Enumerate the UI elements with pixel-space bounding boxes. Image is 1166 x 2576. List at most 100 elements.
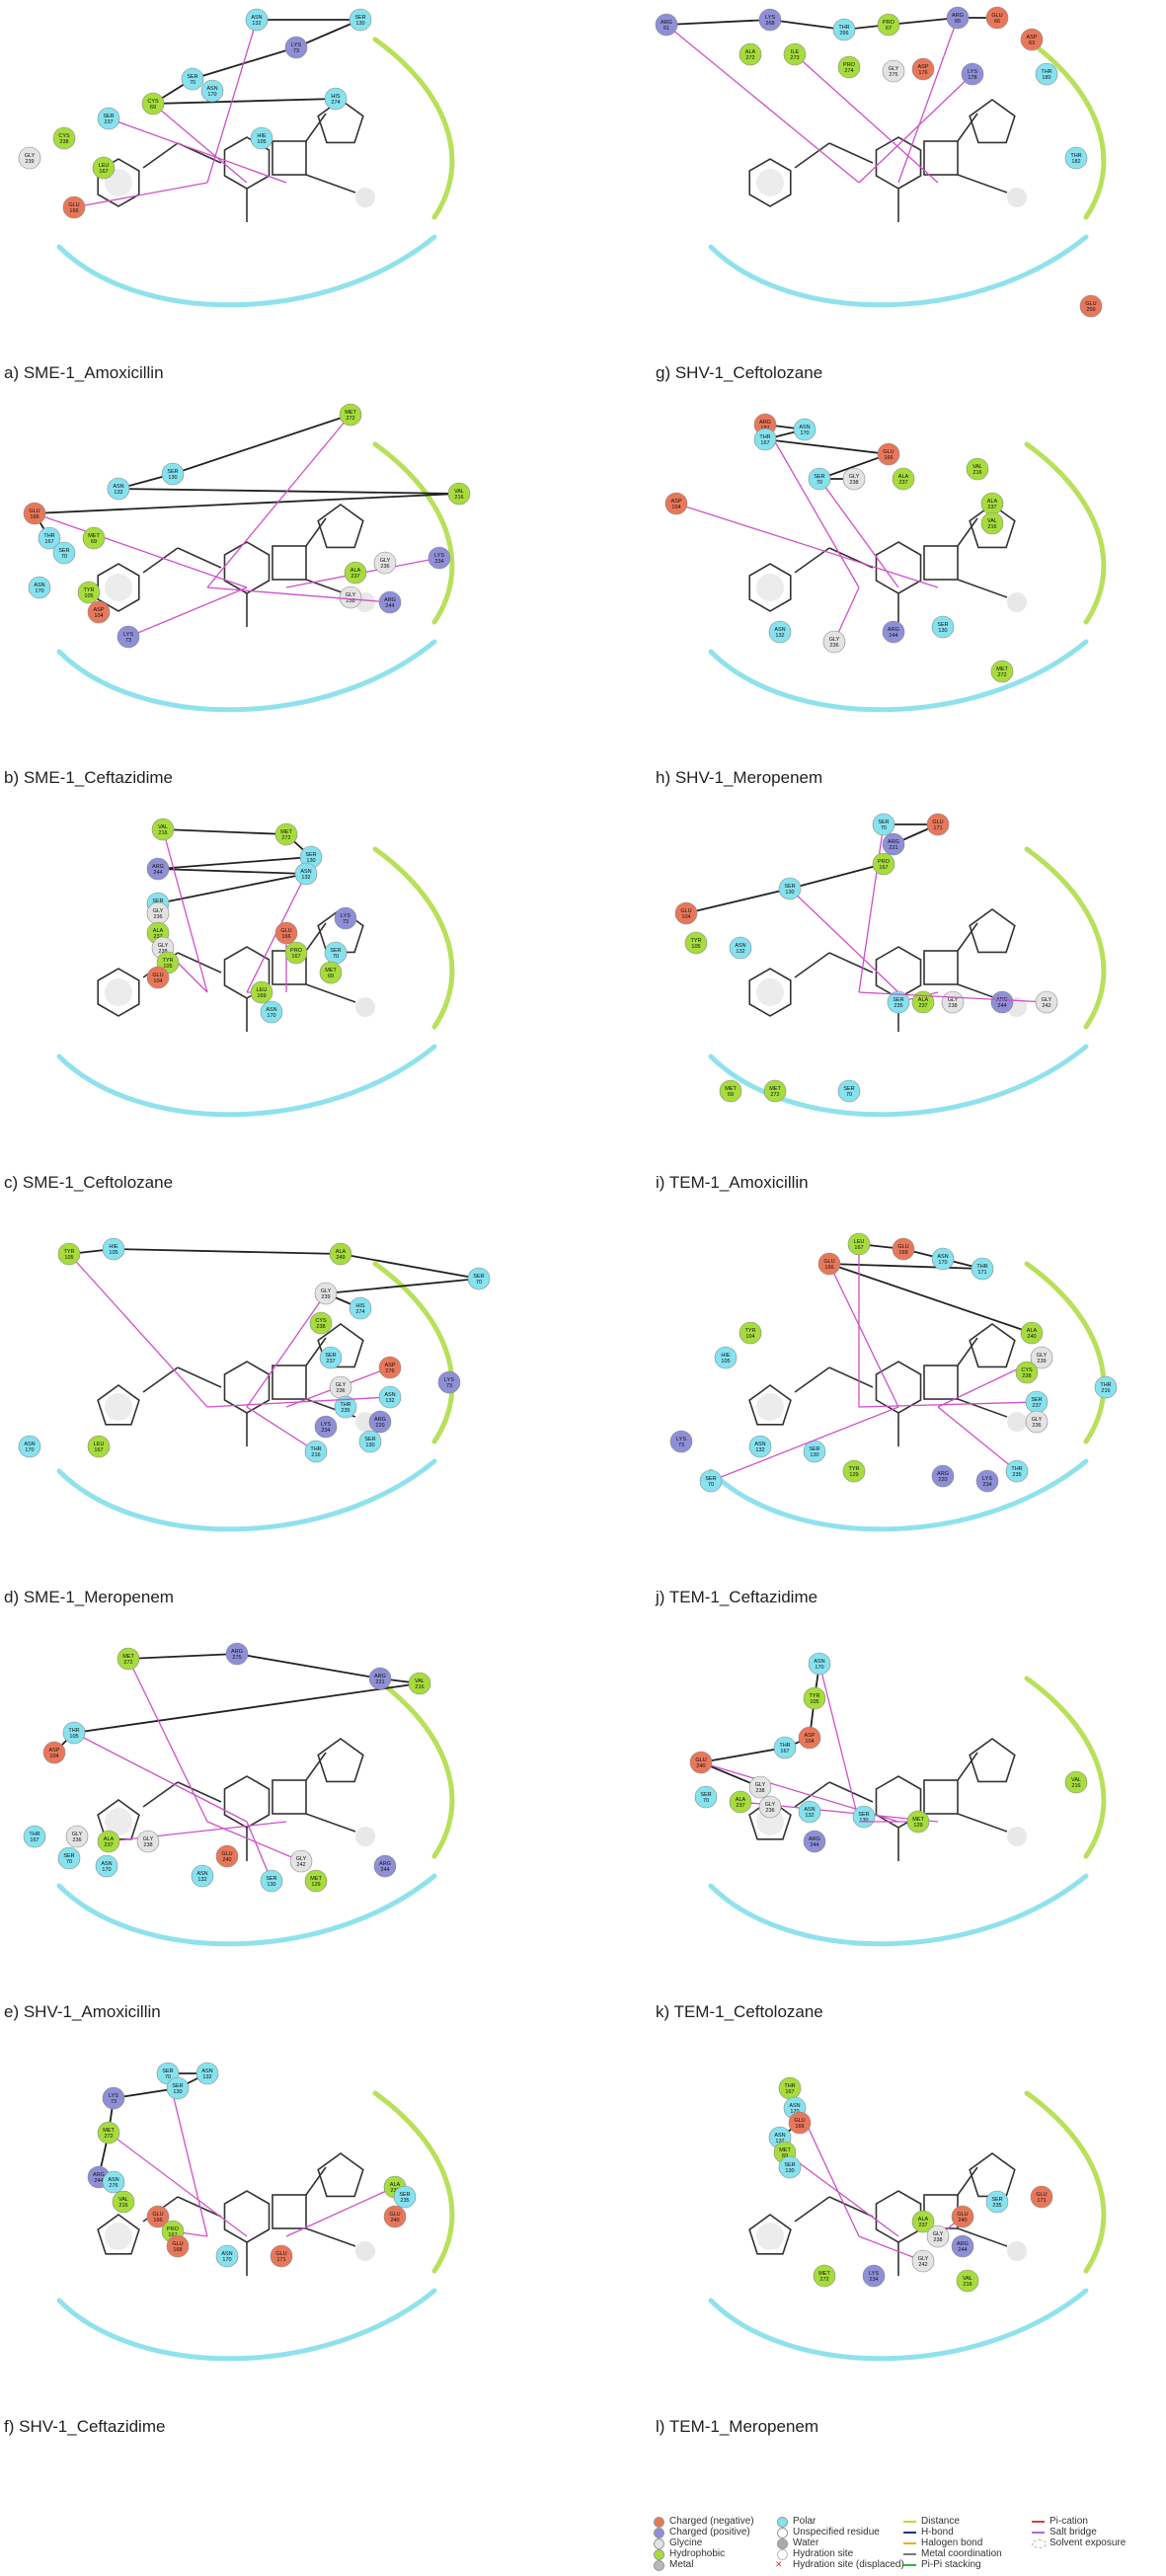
residue-disk bbox=[822, 630, 846, 654]
backbone-chain bbox=[697, 1663, 820, 1788]
residue-disk bbox=[383, 2205, 407, 2228]
residue-disk bbox=[842, 1459, 866, 1483]
residue-disk bbox=[117, 1647, 140, 1671]
legend-item-pi-pi-stacking: Pi-Pi stacking bbox=[903, 2559, 1002, 2570]
residue-disk bbox=[956, 2269, 979, 2293]
residue-disk bbox=[877, 13, 900, 37]
residue-disk bbox=[689, 1751, 713, 1774]
hbond-line bbox=[127, 1658, 208, 1823]
residue-disk bbox=[344, 561, 367, 585]
ring bbox=[223, 2190, 271, 2243]
residue-disk bbox=[368, 1667, 392, 1690]
residue-disk bbox=[319, 961, 343, 984]
residue-disk bbox=[378, 1385, 402, 1409]
solvent-exposure-mark bbox=[756, 574, 784, 601]
residue-disk bbox=[329, 1242, 352, 1266]
residue-disk bbox=[191, 1864, 214, 1888]
ring bbox=[317, 504, 364, 549]
residue-disk bbox=[393, 2185, 417, 2209]
residue-disk bbox=[1064, 146, 1088, 170]
bond bbox=[794, 1366, 830, 1393]
residue-disk bbox=[87, 600, 111, 624]
ring bbox=[969, 1738, 1016, 1783]
bond bbox=[177, 2196, 222, 2218]
legend-label: Water bbox=[793, 2537, 819, 2548]
residue-disk bbox=[748, 1775, 772, 1799]
residue-disk bbox=[803, 1686, 826, 1710]
pocket-contour-hydrophobic bbox=[1024, 846, 1107, 1030]
ring bbox=[969, 504, 1016, 549]
legend-item-distance: Distance bbox=[903, 2516, 1002, 2527]
hbond-line bbox=[206, 586, 391, 603]
polar-symbol-icon bbox=[775, 2517, 789, 2528]
beta-lactam-ring bbox=[923, 950, 959, 985]
ring bbox=[97, 2214, 140, 2255]
pocket-contour-hydrophobic bbox=[1024, 1676, 1107, 1859]
residue-disk bbox=[304, 1440, 328, 1463]
panel-h: ARG187ASN170THR167GLU166SER70GLY238ALA23… bbox=[652, 405, 1166, 810]
residue-disk bbox=[1020, 28, 1044, 51]
legend-item-glycine: Glycine bbox=[652, 2537, 754, 2549]
bond bbox=[957, 579, 1008, 598]
residue-disk bbox=[763, 1079, 787, 1103]
residue-disk bbox=[62, 195, 86, 219]
residue-disk bbox=[378, 1356, 402, 1379]
bond bbox=[828, 952, 874, 974]
hbond-line bbox=[206, 1821, 302, 1862]
legend-label: Salt bridge bbox=[1049, 2527, 1097, 2537]
residue-disk bbox=[768, 620, 792, 644]
hbond-line bbox=[675, 503, 939, 588]
legend-item-metal-coordination: Metal coordination bbox=[903, 2548, 1002, 2559]
legend-label: Charged (negative) bbox=[669, 2516, 754, 2527]
ring bbox=[223, 1775, 271, 1829]
residue-disk bbox=[314, 1282, 338, 1305]
bond bbox=[957, 2227, 1008, 2247]
ligand-structure bbox=[748, 504, 1027, 627]
residue-disk bbox=[146, 966, 170, 989]
